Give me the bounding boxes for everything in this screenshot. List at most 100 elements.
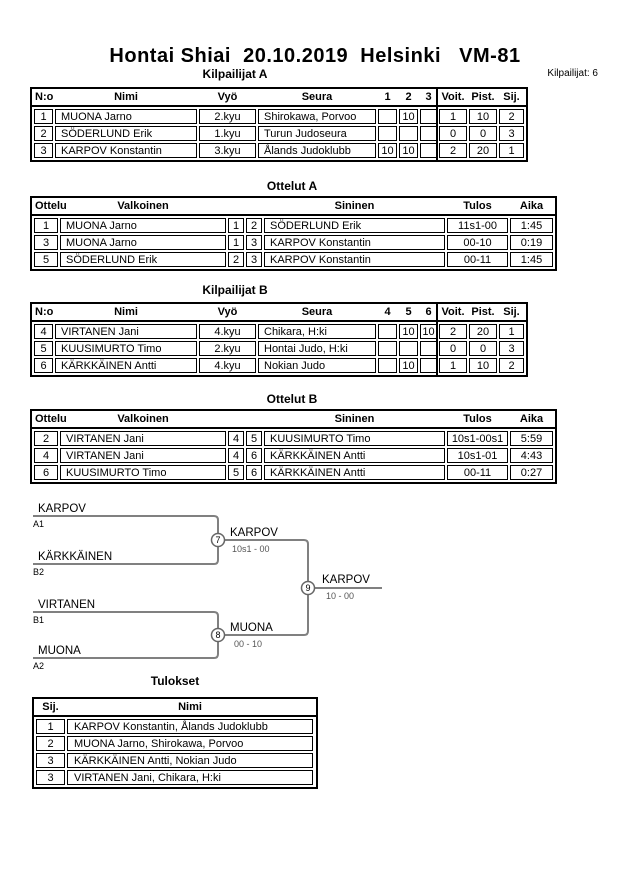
table-cell: VIRTANEN Jani bbox=[60, 448, 226, 463]
column-header: Seura bbox=[301, 91, 333, 103]
column-header: Voit. bbox=[441, 91, 465, 103]
table-cell: 0:19 bbox=[510, 235, 553, 250]
match-number: 8 bbox=[215, 630, 220, 640]
table-cell: 1 bbox=[499, 143, 524, 158]
table-cell: KUUSIMURTO Timo bbox=[55, 341, 197, 356]
table-cell: 2 bbox=[246, 218, 262, 233]
table-cell bbox=[378, 324, 397, 339]
table-cell: 3 bbox=[34, 143, 53, 158]
table-cell: 5 bbox=[34, 252, 58, 267]
section-title-matches-b: Ottelut B bbox=[266, 392, 318, 406]
table-cell: 10 bbox=[399, 143, 418, 158]
table-cell: 3 bbox=[499, 126, 524, 141]
table-cell: 1:45 bbox=[510, 252, 553, 267]
page-title: Hontai Shiai 20.10.2019 Helsinki VM-81 bbox=[109, 45, 521, 67]
section-title-competitors-a: Kilpailijat A bbox=[202, 67, 268, 81]
column-header: Seura bbox=[301, 306, 333, 318]
table-cell: 0 bbox=[439, 126, 467, 141]
column-header: Sij. bbox=[503, 91, 520, 103]
column-header bbox=[228, 205, 244, 207]
table-cell: KARPOV Konstantin bbox=[264, 252, 445, 267]
table-cell: 10 bbox=[399, 358, 418, 373]
table-cell: SÖDERLUND Erik bbox=[60, 252, 226, 267]
table-thick-divider bbox=[436, 304, 438, 375]
table-cell: 4 bbox=[228, 448, 244, 463]
table-cell: 20 bbox=[469, 324, 497, 339]
column-header: Vyö bbox=[217, 306, 238, 318]
table-cell bbox=[378, 126, 397, 141]
column-header: Sininen bbox=[334, 413, 375, 425]
bracket-slot-seed: B1 bbox=[33, 615, 44, 625]
table-thick-divider bbox=[436, 89, 438, 160]
table-cell: Ålands Judoklubb bbox=[258, 143, 376, 158]
column-header: 4 bbox=[384, 306, 391, 318]
table-cell: VIRTANEN Jani bbox=[55, 324, 197, 339]
table-cell: 5 bbox=[228, 465, 244, 480]
column-header: 5 bbox=[405, 306, 412, 318]
bracket-slot-seed: B2 bbox=[33, 567, 44, 577]
table-cell: 2 bbox=[228, 252, 244, 267]
column-header: 3 bbox=[425, 91, 432, 103]
match-number-circle bbox=[210, 532, 226, 548]
match-score: 00 - 10 bbox=[234, 639, 262, 649]
bracket-winner8-line bbox=[218, 593, 309, 636]
table-cell: 1 bbox=[228, 235, 244, 250]
column-header: Sij. bbox=[503, 306, 520, 318]
column-header: Valkoinen bbox=[117, 200, 169, 212]
table-cell: 3 bbox=[246, 252, 262, 267]
table-cell: 0 bbox=[439, 341, 467, 356]
table-cell: 10 bbox=[399, 109, 418, 124]
table-cell: KÄRKKÄINEN Antti bbox=[264, 465, 445, 480]
table-cell: 6 bbox=[34, 358, 53, 373]
table-cell: 00-10 bbox=[447, 235, 508, 250]
table-cell: VIRTANEN Jani bbox=[60, 431, 226, 446]
table-cell bbox=[420, 109, 437, 124]
column-header: Tulos bbox=[463, 200, 492, 212]
table-cell: KÄRKKÄINEN Antti bbox=[264, 448, 445, 463]
table-cell: 4 bbox=[34, 324, 53, 339]
column-header: Valkoinen bbox=[117, 413, 169, 425]
table-cell: 3 bbox=[36, 770, 65, 785]
bracket-slot-seed: A2 bbox=[33, 661, 44, 671]
table-cell: 4 bbox=[34, 448, 58, 463]
table-cell: 10 bbox=[420, 324, 437, 339]
table-cell: 10 bbox=[399, 324, 418, 339]
table-cell: 1 bbox=[228, 218, 244, 233]
table-cell: KUUSIMURTO Timo bbox=[60, 465, 226, 480]
column-header: Pist. bbox=[471, 306, 495, 318]
bracket-winner7-line bbox=[218, 539, 309, 583]
column-header: 2 bbox=[405, 91, 412, 103]
table-cell: 3 bbox=[246, 235, 262, 250]
table-cell: 6 bbox=[246, 448, 262, 463]
table-cell: Nokian Judo bbox=[258, 358, 376, 373]
table-cell bbox=[378, 341, 397, 356]
column-header: Nimi bbox=[114, 91, 138, 103]
elimination-bracket: KARPOV A1 KÄRKKÄINEN B2 VIRTANEN B1 MUON… bbox=[33, 503, 382, 671]
table-cell: 6 bbox=[246, 465, 262, 480]
table-cell: 3 bbox=[499, 341, 524, 356]
table-cell: 10 bbox=[378, 143, 397, 158]
table-cell: 10 bbox=[469, 109, 497, 124]
column-header: N:o bbox=[35, 306, 54, 318]
column-header: Nimi bbox=[178, 701, 202, 713]
table-cell: MUONA Jarno bbox=[60, 218, 226, 233]
table-cell: 4.kyu bbox=[199, 324, 256, 339]
column-header: Sininen bbox=[334, 200, 375, 212]
column-header: Ottelu bbox=[35, 200, 67, 212]
table-cell: 1 bbox=[439, 109, 467, 124]
match-winner-name: MUONA bbox=[230, 622, 273, 634]
